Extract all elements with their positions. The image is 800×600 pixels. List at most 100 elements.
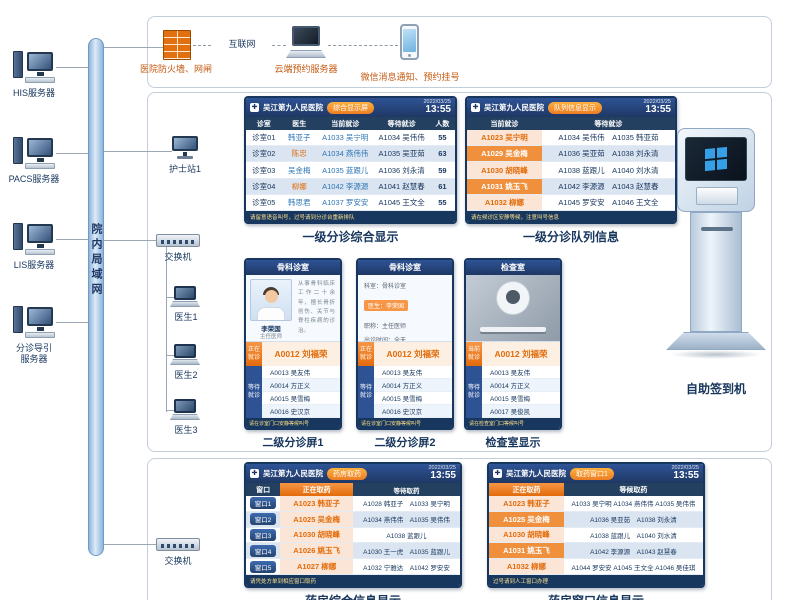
table-row: 窗口1 A1023 韩亚子 A1028 韩亚子 A1033 吴宁明 (246, 496, 460, 512)
clock: 2022/03/25 13:55 (428, 465, 456, 482)
windows-logo-icon (705, 146, 727, 172)
col-current: 当前就诊 (490, 120, 519, 128)
time-label: 13:55 (645, 104, 671, 116)
window-pill: 窗口5 (249, 560, 277, 573)
self-checkin-kiosk (666, 128, 766, 378)
marquee-footer: 请在诊室门口安静等候叫号 (246, 418, 340, 428)
kiosk-keypad (696, 187, 738, 205)
current-label: 当前就诊 (466, 342, 482, 366)
waiting-cell: A1038 蓝跟儿 (386, 532, 427, 540)
waiting-cell: A1038 蓝跟儿 A1040 刘水清 (558, 165, 659, 175)
dispensing-cell: A1025 吴金梅 (489, 511, 564, 527)
table-row: A1023 吴宁明 A1034 吴伟伟 A1035 韩亚茹 (467, 130, 675, 147)
waiting-cell: A1034 吴伟伟 A1035 韩亚茹 (558, 133, 659, 143)
wechat-phone-icon (400, 24, 419, 60)
firewall-label: 医院防火墙、网闸 (139, 64, 212, 74)
cloud-booking-server-icon (286, 26, 326, 60)
hospital-name: 吴江第九人民医院 (506, 469, 566, 478)
connector-line (104, 151, 172, 152)
dashed-connector (193, 45, 211, 46)
window-cell: 窗口2 (246, 513, 280, 526)
dispensing-cell: A1023 韩亚子 (280, 496, 353, 511)
marquee-footer: 请凭处方单到相应窗口取药 (246, 575, 460, 586)
hospital-logo-icon: ✚ (250, 103, 259, 112)
clock: 2022/03/25 13:55 (643, 99, 671, 116)
connector-line (56, 322, 88, 323)
doctor-card: 李荣国 主任医师 (246, 275, 296, 341)
doctor-cell: 韩思君 (288, 197, 311, 207)
waiting-label: 等待就诊 (466, 366, 482, 418)
screen-exam-room: 检查室 当前就诊 A0012 刘福荣 等待就诊 A0013 吴友伟 A0014 … (464, 258, 562, 430)
connector-line (166, 355, 176, 356)
count-cell: 55 (438, 133, 447, 143)
table-row: 窗口3 A1030 胡晓峰 A1038 蓝跟儿 (246, 527, 460, 544)
doctor1-laptop-icon (170, 286, 200, 308)
current-cell: A1042 李源源 (322, 181, 369, 191)
hospital-logo-icon: ✚ (471, 103, 480, 112)
connector-line (104, 544, 156, 545)
info-line: 科室：骨科诊室 (364, 284, 407, 290)
info-lines: 科室：骨科诊室 医生：李荣国 职称：主任医师 出诊时间：全天 (358, 275, 452, 344)
waiting-strip: 等待就诊 A0013 吴友伟 A0014 方正义 A0015 吴雪梅 A0016… (246, 366, 340, 418)
waiting-cell: A1030 王一虎 A1035 蓝跟儿 (363, 548, 450, 556)
his-server-label: HIS服务器 (12, 88, 55, 98)
dispensing-cell: A1023 韩亚子 (489, 496, 564, 511)
window-pill: 窗口4 (249, 544, 277, 557)
table-header: 诊室 医生 当前就诊 等待就诊 人数 (246, 117, 455, 130)
waiting-item: A0013 吴友伟 (262, 366, 340, 379)
connector-line (104, 47, 163, 48)
doctor-name: 李荣国 (261, 326, 281, 333)
current-patient-strip: 正在就诊 A0012 刘福荣 (358, 341, 452, 366)
current-cell: A1035 蓝跟儿 (322, 165, 369, 175)
table-body: A1023 韩亚子 A1033 吴宁明 A1034 燕伟伟 A1035 吴伟伟 … (489, 496, 703, 575)
pacs-server-icon (12, 134, 56, 172)
time-label: 13:55 (673, 470, 699, 482)
kiosk-body (690, 212, 742, 332)
col-waiting: 等待取药 (393, 487, 420, 495)
connector-line (56, 67, 88, 68)
table-header: 窗口 正在取药 等待取药 (246, 483, 460, 496)
kiosk-screen (685, 137, 747, 181)
current-cell: A1034 燕伟伟 (322, 149, 369, 159)
current-cell: A1032 柳娜 (467, 194, 542, 211)
equipment-photo-panel (466, 275, 560, 341)
waiting-item: A0013 吴友伟 (374, 366, 452, 379)
current-patient-strip: 正在就诊 A0012 刘福荣 (246, 341, 340, 366)
waiting-cell: A1038 蓝跟儿 A1040 刘水清 (590, 532, 677, 540)
table-header: 正在取药 等候取药 (489, 483, 703, 496)
internet-label: 互联网 (228, 39, 256, 49)
waiting-item: A0015 吴雪梅 (374, 392, 452, 405)
window-cell: 窗口1 (246, 497, 280, 510)
table-row: 诊室04 柳娜 A1042 李源源 A1041 赵慧春 61 (246, 178, 455, 195)
window-cell: 窗口3 (246, 528, 280, 541)
time-label: 13:55 (430, 470, 456, 482)
switch-icon (156, 234, 200, 247)
screen-secondary-triage-1: 骨科诊室 李荣国 主任医师 从事骨科临床工作二十余年，擅长骨折创伤、关节与脊柱疾… (244, 258, 342, 430)
pacs-server-label: PACS服务器 (8, 174, 60, 184)
col-waiting: 等候取药 (619, 486, 648, 494)
doctor-cell: 陈忠 (291, 149, 307, 159)
marquee-footer: 过号请到人工窗口办理 (489, 575, 703, 586)
table-row: A1030 胡晓峰 A1038 蓝跟儿 A1040 刘水清 (489, 527, 703, 544)
window-pill: 窗口1 (249, 497, 277, 510)
waiting-item: A0015 吴雪梅 (262, 392, 340, 405)
nurse-station-label: 护士站1 (168, 164, 201, 174)
connector-line (104, 240, 156, 241)
dashed-connector (328, 45, 398, 46)
count-cell: 61 (438, 181, 447, 191)
caption-secondary-2: 二级分诊屏2 (374, 437, 436, 449)
connector-line (56, 239, 88, 240)
room-title: 骨科诊室 (246, 260, 340, 275)
table-row: 窗口5 A1027 柳娜 A1032 宁雅达 A1042 罗安安 (246, 559, 460, 575)
current-cell: A1037 罗安安 (322, 197, 369, 207)
waiting-cell: A1036 吴亚茹 A1038 刘永清 (558, 149, 659, 159)
kiosk-base (666, 332, 766, 350)
room-title: 骨科诊室 (358, 260, 452, 275)
caption-exam-room: 检查室显示 (485, 437, 541, 449)
count-cell: 63 (438, 149, 447, 159)
clock: 2022/03/25 13:55 (423, 99, 451, 116)
waiting-item: A0016 史汉京 (374, 405, 452, 418)
table-row: 诊室03 吴金梅 A1035 蓝跟儿 A1036 刘永清 59 (246, 162, 455, 179)
current-cell: A1030 胡晓峰 (467, 162, 542, 178)
clock: 2022/03/25 13:55 (671, 465, 699, 482)
